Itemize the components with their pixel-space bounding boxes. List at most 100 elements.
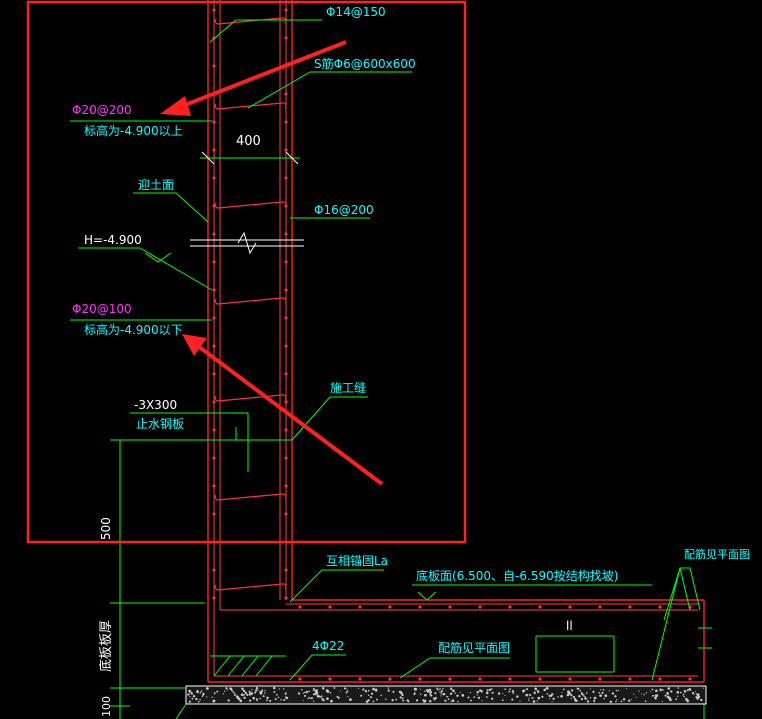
rebar-dot bbox=[284, 400, 288, 404]
gravel-speck bbox=[206, 696, 208, 698]
gravel-speck bbox=[531, 697, 534, 699]
rebar-dot bbox=[538, 605, 542, 609]
gravel-speck bbox=[680, 691, 682, 694]
rebar-dot bbox=[284, 8, 288, 12]
rebar-dot bbox=[284, 260, 288, 264]
gravel-speck bbox=[326, 697, 329, 700]
gravel-speck bbox=[191, 692, 193, 695]
gravel-speck bbox=[651, 688, 654, 691]
gravel-speck bbox=[424, 699, 427, 703]
elevation-label: H=-4.900 bbox=[84, 233, 142, 247]
gravel-speck bbox=[643, 693, 645, 696]
rebar-dot bbox=[448, 677, 452, 681]
gravel-speck bbox=[278, 688, 280, 690]
gravel-speck bbox=[508, 690, 511, 693]
rebar-dot bbox=[358, 605, 362, 609]
gravel-speck bbox=[696, 693, 700, 697]
gravel-speck bbox=[581, 693, 584, 696]
gravel-speck bbox=[481, 700, 483, 702]
gravel-speck bbox=[266, 696, 268, 699]
gravel-speck bbox=[602, 688, 605, 691]
gravel-speck bbox=[652, 694, 654, 697]
tie-bar-label: S筋Φ6@600x600 bbox=[314, 56, 416, 71]
gravel-speck bbox=[434, 696, 437, 700]
gravel-speck bbox=[654, 696, 657, 699]
gravel-speck bbox=[372, 687, 375, 691]
gravel-speck bbox=[364, 690, 368, 693]
rebar-dot bbox=[284, 176, 288, 180]
gravel-speck bbox=[369, 696, 373, 699]
gravel-speck bbox=[702, 687, 704, 689]
rebar-dot bbox=[212, 372, 216, 376]
gravel-speck bbox=[214, 699, 216, 701]
gravel-speck bbox=[543, 688, 546, 692]
gravel-speck bbox=[413, 687, 417, 691]
gravel-speck bbox=[546, 693, 549, 695]
gravel-speck bbox=[469, 691, 471, 694]
gravel-speck bbox=[387, 687, 389, 689]
gravel-speck bbox=[440, 690, 443, 693]
gravel-speck bbox=[608, 690, 610, 692]
gravel-speck bbox=[577, 688, 579, 691]
gravel-speck bbox=[552, 697, 555, 700]
gravel-speck bbox=[243, 696, 246, 700]
gravel-speck bbox=[461, 694, 465, 697]
gravel-speck bbox=[188, 693, 190, 695]
rebar-dot bbox=[628, 677, 632, 681]
gravel-speck bbox=[216, 690, 219, 693]
gravel-speck bbox=[586, 698, 588, 700]
gravel-speck bbox=[442, 687, 444, 690]
gravel-speck bbox=[491, 688, 493, 690]
gravel-speck bbox=[579, 690, 582, 692]
gravel-speck bbox=[593, 699, 596, 702]
gravel-speck bbox=[664, 694, 667, 697]
gravel-speck bbox=[300, 688, 303, 691]
gravel-speck bbox=[237, 697, 241, 701]
soil-face-label: 迎土面 bbox=[138, 178, 174, 192]
gravel-speck bbox=[537, 696, 541, 700]
slab-rebar bbox=[214, 603, 698, 677]
gravel-speck bbox=[683, 689, 687, 693]
gravel-speck bbox=[444, 699, 447, 702]
gravel-speck bbox=[456, 694, 459, 698]
gravel-speck bbox=[191, 697, 194, 700]
gravel-speck bbox=[402, 699, 405, 702]
gravel-speck bbox=[362, 688, 365, 691]
rebar-dot bbox=[568, 677, 572, 681]
rebar-dot bbox=[298, 677, 302, 681]
gravel-speck bbox=[308, 690, 310, 693]
gravel-speck bbox=[655, 694, 659, 697]
gravel-speck bbox=[509, 688, 511, 691]
gravel-speck bbox=[213, 692, 216, 695]
gravel-speck bbox=[485, 696, 488, 698]
gravel-speck bbox=[329, 692, 332, 694]
rebar-dot bbox=[658, 605, 662, 609]
stirrup-tie bbox=[214, 583, 287, 591]
rebar-dot bbox=[212, 316, 216, 320]
reinf-see-plan-bottom: 配筋见平面图 bbox=[438, 640, 510, 655]
gravel-speck bbox=[635, 696, 637, 698]
gravel-speck bbox=[488, 688, 492, 691]
gravel-speck bbox=[188, 700, 191, 703]
gravel-speck bbox=[319, 696, 322, 698]
gravel-speck bbox=[321, 695, 323, 697]
dim-500-label: 500 bbox=[99, 517, 113, 540]
gravel-speck bbox=[655, 689, 658, 693]
gravel-speck bbox=[259, 697, 261, 700]
reinf-see-plan-right: 配筋见平面图 bbox=[684, 547, 750, 561]
gravel-speck bbox=[452, 689, 455, 693]
gravel-speck bbox=[593, 701, 595, 703]
gravel-speck bbox=[603, 697, 606, 700]
top-bar-label: Φ14@150 bbox=[326, 5, 386, 19]
gravel-speck bbox=[302, 692, 304, 695]
left-upper-bar-label: Φ20@200 bbox=[72, 103, 132, 117]
gravel-speck bbox=[376, 698, 378, 701]
gravel-speck bbox=[330, 699, 333, 703]
gravel-speck bbox=[316, 694, 320, 698]
rebar-dot bbox=[328, 677, 332, 681]
gravel-speck bbox=[655, 698, 657, 700]
rebar-dot bbox=[284, 344, 288, 348]
gravel-speck bbox=[481, 691, 483, 693]
gravel-speck bbox=[533, 691, 536, 695]
gravel-speck bbox=[255, 698, 258, 701]
